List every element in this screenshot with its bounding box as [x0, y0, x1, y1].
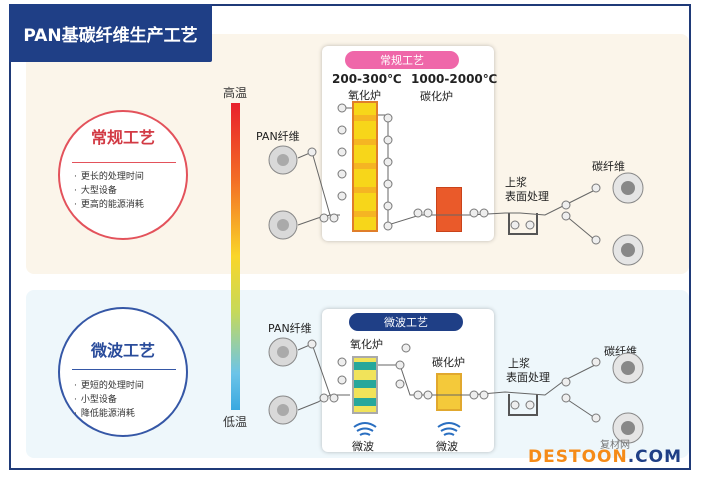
bullet: 更长的处理时间	[74, 170, 144, 184]
pan-fiber-label: PAN纤维	[268, 322, 312, 335]
bullet: 小型设备	[74, 393, 144, 407]
carbon-fiber-spools	[612, 172, 644, 444]
temp-high-label: 高温	[222, 86, 247, 100]
microwave-wave-icon	[437, 422, 461, 436]
sizing-label: 上浆	[508, 357, 530, 370]
conventional-box-label: 常规工艺	[345, 51, 459, 69]
fiber-line	[564, 397, 596, 419]
mw-oxidation-furnace-label: 氧化炉	[350, 338, 383, 351]
microwave-box-label: 微波工艺	[349, 313, 463, 331]
carbonization-furnace-label: 碳化炉	[420, 90, 453, 103]
carbonization-furnace	[436, 187, 462, 232]
fiber-line	[564, 214, 596, 241]
conventional-bullets: 更长的处理时间 大型设备 更高的能源消耗	[74, 170, 144, 212]
carbonization-temp: 1000-2000℃	[411, 72, 498, 86]
bullet: 降低能源消耗	[74, 407, 144, 421]
sizing-label: 上浆	[505, 176, 527, 189]
mw-carbonization-furnace-label: 碳化炉	[432, 356, 465, 369]
microwave-title: 微波工艺	[90, 341, 155, 360]
temperature-gradient-bar	[231, 103, 240, 410]
sizing-bath	[508, 213, 538, 235]
watermark-main: DESTOON	[528, 447, 628, 467]
surface-treatment-label: 表面处理	[505, 190, 549, 203]
watermark: DESTOON.COM	[528, 447, 682, 467]
microwave-label: 微波	[352, 440, 374, 453]
microwave-label: 微波	[436, 440, 458, 453]
bullet: 大型设备	[74, 184, 144, 198]
conventional-furnace-box	[322, 46, 494, 241]
microwave-carbonization-furnace	[436, 373, 462, 411]
oxidation-temp: 200-300℃	[332, 72, 402, 86]
divider	[72, 369, 176, 370]
carbon-fiber-label: 碳纤维	[592, 160, 625, 173]
microwave-summary-circle: 微波工艺 更短的处理时间 小型设备 降低能源消耗	[58, 307, 188, 437]
conventional-title: 常规工艺	[90, 128, 155, 147]
watermark-suffix: .COM	[627, 447, 683, 467]
pan-spools	[268, 145, 298, 425]
fiber-line	[378, 114, 596, 226]
divider	[72, 162, 176, 163]
microwave-oxidation-furnace	[352, 356, 378, 414]
microwave-furnace-box	[322, 309, 494, 452]
temp-low-label: 低温	[222, 415, 247, 429]
microwave-bullets: 更短的处理时间 小型设备 降低能源消耗	[74, 379, 144, 421]
microwave-wave-icon	[353, 422, 377, 436]
pan-fiber-label: PAN纤维	[256, 130, 300, 143]
guide-rollers	[307, 103, 601, 423]
fiber-line	[297, 343, 350, 396]
sizing-bath	[508, 394, 538, 416]
conventional-summary-circle: 常规工艺 更长的处理时间 大型设备 更高的能源消耗	[58, 110, 188, 240]
bullet: 更短的处理时间	[74, 379, 144, 393]
page-title: PAN基碳纤维生产工艺	[9, 4, 212, 62]
fiber-line	[297, 151, 340, 216]
bullet: 更高的能源消耗	[74, 198, 144, 212]
surface-treatment-label: 表面处理	[506, 371, 550, 384]
oxidation-furnace	[352, 101, 378, 232]
watermark-small: 复材网	[600, 440, 630, 451]
oxidation-furnace-label: 氧化炉	[348, 89, 381, 102]
